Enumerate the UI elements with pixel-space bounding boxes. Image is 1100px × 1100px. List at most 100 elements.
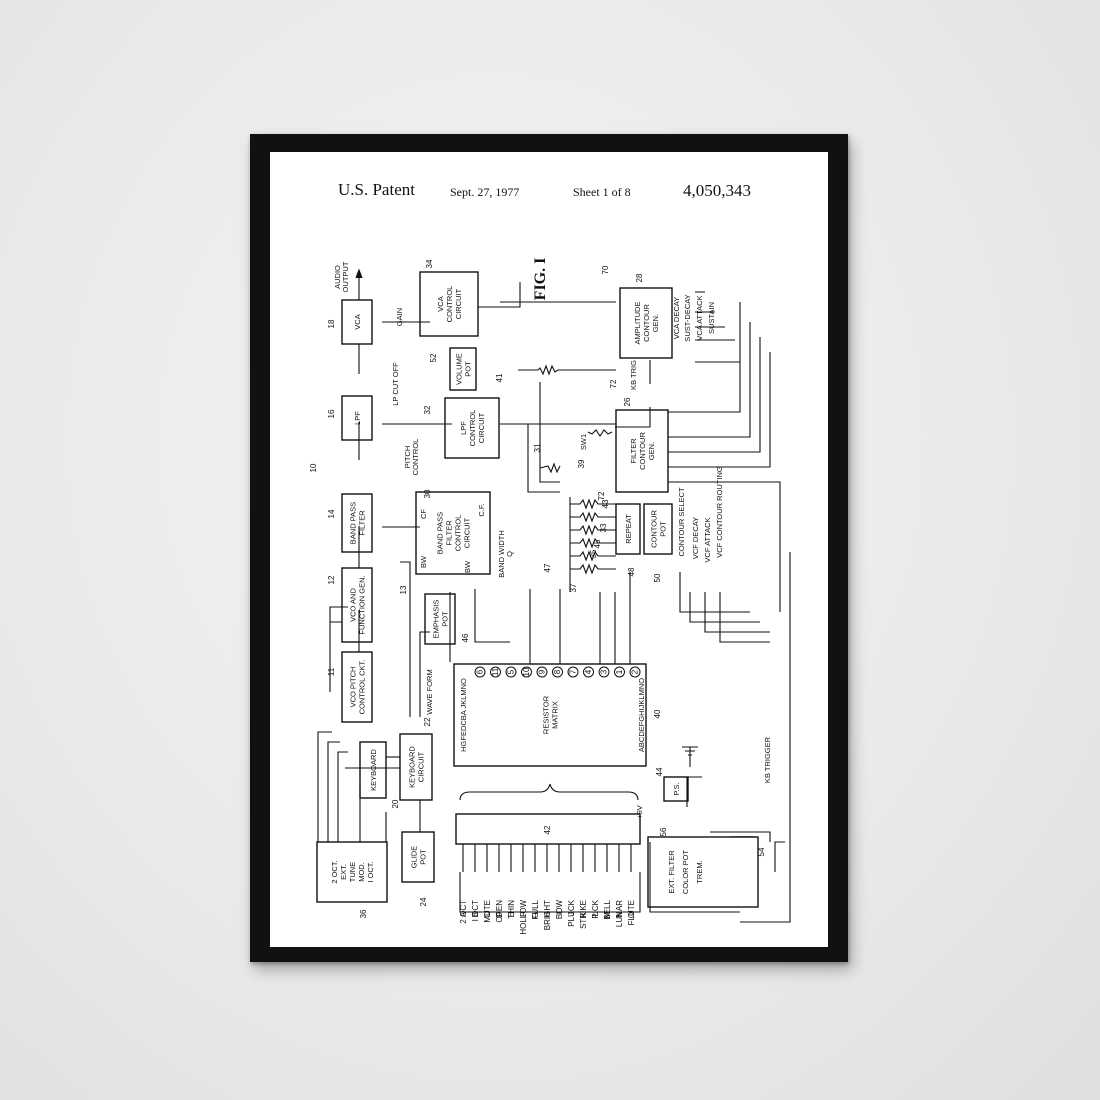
ref-13: 13 <box>399 585 408 594</box>
bw-label: BW <box>419 555 428 568</box>
pitch-control-label-0: PITCH <box>403 446 412 469</box>
switch-name-G: FULL <box>531 899 540 919</box>
lpf-control-block-label-1: CONTROL <box>468 410 477 447</box>
matrix-pin-2: 2 <box>631 669 640 674</box>
contour-select-label: CONTOUR SELECT <box>677 487 686 556</box>
ref-37: 37 <box>569 583 578 592</box>
keyboard-block: KEYBOARD <box>359 741 387 799</box>
band-pass-filter-block-label-0: BAND PASS <box>349 502 358 544</box>
pitch-control-label-1: CONTROL <box>411 439 420 476</box>
bw2-label: BW <box>463 560 472 573</box>
ref-14: 14 <box>327 509 336 518</box>
patent-number: 4,050,343 <box>683 181 751 200</box>
sw1-label: SW1 <box>579 434 588 450</box>
matrix-pin-8: 8 <box>553 669 562 674</box>
matrix-pin-11: 11 <box>491 667 500 676</box>
matrix-pin-7: 7 <box>569 669 578 674</box>
vca-attack-label: VCA ATTACK <box>695 295 704 340</box>
ref-18: 18 <box>327 319 336 328</box>
switch-key-D: D <box>495 912 504 918</box>
sheet-number: Sheet 1 of 8 <box>573 185 631 199</box>
ref-11: 11 <box>327 667 336 676</box>
band-width-label-0: BAND WIDTH <box>497 530 506 578</box>
matrix-pin-1: 1 <box>615 669 624 674</box>
ref-31: 31 <box>533 443 542 452</box>
ref-12: 12 <box>327 575 336 584</box>
patent-date: Sept. 27, 1977 <box>450 185 520 199</box>
switch-name-J: PLUCK <box>567 899 576 926</box>
ext-panel-label-0: EXT. FILTER <box>667 850 676 894</box>
plus9v-label: +9V <box>635 805 644 819</box>
filter-contour-block-label-0: FILTER <box>629 438 638 464</box>
switch-key-M: M <box>603 912 612 919</box>
glide-pot-block-label-1: POT <box>419 849 428 865</box>
matrix-pin-9: 9 <box>538 669 547 674</box>
ref-28: 28 <box>635 273 644 282</box>
ref-10: 10 <box>309 463 318 472</box>
vco-pitch-control-block-label-1: CONTROL CKT. <box>358 660 367 715</box>
band-pass-filter-block-label-1: FILTER <box>358 510 367 536</box>
switch-key-E: E <box>507 912 516 917</box>
switch-key-L: L <box>591 911 600 916</box>
ref-26: 26 <box>623 397 632 406</box>
repeat-block-label-0: REPEAT <box>624 514 633 544</box>
switch-name-H: BRIGHT <box>543 900 552 930</box>
ref-20: 20 <box>391 799 400 808</box>
octave-panel-block-label-2: TUNE <box>348 862 357 882</box>
ref-54: 54 <box>757 847 766 856</box>
switch-name-O: FLUTE <box>627 900 636 925</box>
amp-contour-block-label-2: GEN. <box>651 314 660 332</box>
lpf-block-label-0: LPF <box>353 411 362 425</box>
ext-panel-label-2: TREM. <box>695 860 704 883</box>
ref-47: 47 <box>543 563 552 572</box>
volume-pot-block-label-1: POT <box>464 361 473 377</box>
ref-48: 48 <box>627 567 636 576</box>
emphasis-pot-block-label-1: POT <box>441 611 450 627</box>
switch-key-O: O <box>627 912 636 918</box>
vcf-decay-label: VCF DECAY <box>691 517 700 559</box>
bpf-control-block-label-1: FILTER <box>445 520 454 546</box>
band-width-label-1: Q <box>505 551 514 557</box>
resistor-matrix-block-label-0: RESISTOR <box>542 695 551 734</box>
lpf-block: LPF <box>341 395 373 441</box>
bpf-control-block-label-0: BAND PASS <box>436 512 445 554</box>
wave-form-label: WAVE FORM <box>425 669 434 714</box>
ref-42: 42 <box>543 825 552 834</box>
switch-key-H: H <box>543 912 552 918</box>
ref-43: 43 <box>601 499 610 508</box>
switch-name-N: LUNAR <box>615 900 624 927</box>
ref-44: 44 <box>655 767 664 776</box>
switch-key-B: B <box>471 912 480 917</box>
resistor-matrix-block-label-1: MATRIX <box>551 701 560 729</box>
repeat-block: REPEAT <box>615 503 641 555</box>
matrix-pin-3: 3 <box>600 669 609 674</box>
lp-cutoff-label: LP CUT OFF <box>391 362 400 406</box>
ref-24: 24 <box>419 897 428 906</box>
keyboard-circuit-block-label-0: KEYBOARD <box>408 746 417 788</box>
ref-30: 30 <box>423 489 432 498</box>
contour-pot-block-label-1: POT <box>659 521 668 537</box>
matrix-letters-top: HGFEDCBA JKLMNO <box>459 678 468 752</box>
switch-name-D: OPEN <box>495 900 504 923</box>
ref-72a: 72 <box>609 379 618 388</box>
patent-sheet: U.S. Patent Sept. 27, 1977 Sheet 1 of 8 … <box>270 152 828 947</box>
filter-contour-block-label-1: CONTOUR <box>638 432 647 470</box>
ref-56: 56 <box>659 827 668 836</box>
ref-45: 45 <box>593 539 602 548</box>
ref-35: 35 <box>589 549 598 558</box>
octave-panel-block-label-4: I OCT. <box>366 861 375 882</box>
bpf-control-block-label-3: CIRCUIT <box>463 517 472 548</box>
switch-name-L: PICK <box>591 899 600 918</box>
ref-70: 70 <box>601 265 610 274</box>
switch-key-J: J <box>567 912 576 916</box>
switch-key-N: N <box>615 912 624 918</box>
